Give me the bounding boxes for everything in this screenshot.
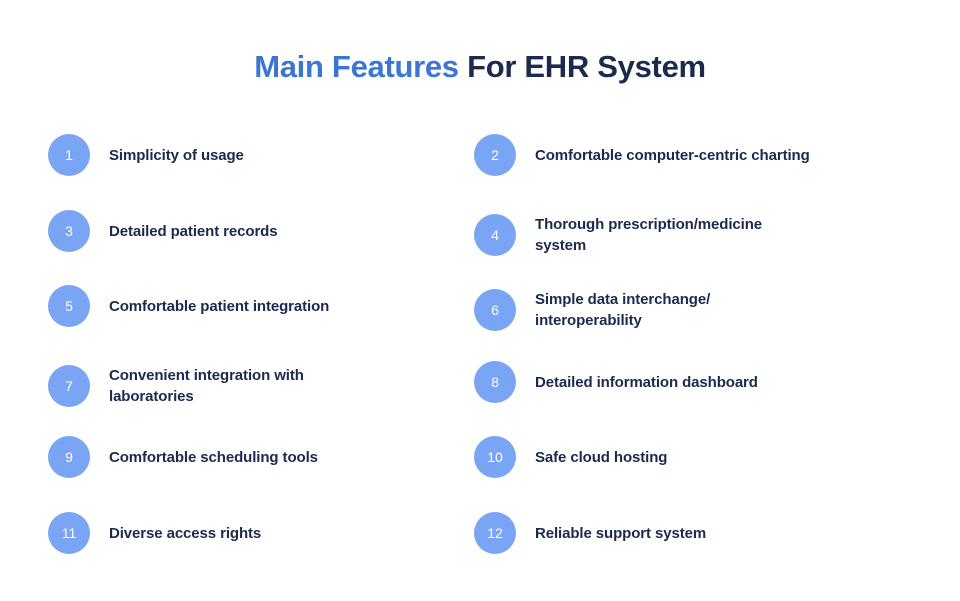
feature-item-3: 3 Detailed patient records (48, 201, 474, 277)
feature-label: Detailed information dashboard (535, 373, 758, 391)
page-title-rest: For EHR System (458, 49, 706, 84)
feature-number-badge: 9 (48, 436, 90, 478)
feature-item-2: 2 Comfortable computer-centric charting (474, 125, 900, 201)
feature-item-5: 5 Comfortable patient integration (48, 276, 474, 352)
feature-label: Convenient integration with laboratories (109, 366, 304, 405)
feature-label: Detailed patient records (109, 222, 278, 240)
feature-label: Diverse access rights (109, 524, 262, 542)
feature-number-badge: 1 (48, 134, 90, 176)
feature-label: Safe cloud hosting (535, 449, 668, 466)
feature-item-10: 10 Safe cloud hosting (474, 427, 900, 503)
feature-label: Comfortable computer-centric charting (535, 147, 810, 164)
feature-label: Comfortable patient integration (109, 298, 330, 315)
feature-number-badge: 10 (474, 436, 516, 478)
feature-item-8: 8 Detailed information dashboard (474, 352, 900, 428)
feature-label: Comfortable scheduling tools (109, 449, 318, 466)
feature-item-6: 6 Simple data interchange/ interoperabil… (474, 276, 900, 352)
page-title-text: Main Features For EHR System (0, 46, 960, 88)
feature-grid: 1 Simplicity of usage 2 Comfortable comp… (48, 125, 912, 578)
feature-label: Simplicity of usage (109, 147, 244, 164)
feature-item-9: 9 Comfortable scheduling tools (48, 427, 474, 503)
page-title-accent: Main Features (254, 49, 459, 84)
feature-number-badge: 11 (48, 511, 90, 554)
feature-label: Simple data interchange/ interoperabilit… (535, 291, 711, 329)
feature-number-badge: 7 (48, 364, 90, 407)
feature-number-badge: 2 (474, 134, 516, 176)
feature-number-badge: 4 (474, 213, 516, 256)
feature-label: Reliable support system (535, 524, 707, 542)
feature-label: Thorough prescription/medicine system (535, 215, 763, 254)
feature-number-badge: 3 (48, 209, 90, 252)
feature-item-12: 12 Reliable support system (474, 503, 900, 579)
feature-item-4: 4 Thorough prescription/medicine system (474, 201, 900, 277)
feature-number-badge: 6 (474, 289, 516, 331)
page-title: Main Features For EHR System (0, 46, 960, 88)
feature-number-badge: 12 (474, 511, 516, 554)
feature-item-1: 1 Simplicity of usage (48, 125, 474, 201)
feature-number-badge: 8 (474, 360, 516, 403)
feature-item-7: 7 Convenient integration with laboratori… (48, 352, 474, 428)
feature-number-badge: 5 (48, 285, 90, 327)
feature-item-11: 11 Diverse access rights (48, 503, 474, 579)
